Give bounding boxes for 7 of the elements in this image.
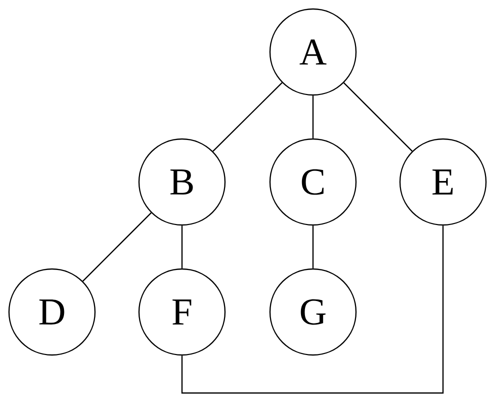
connector-line: [212, 82, 282, 152]
connector-line: [82, 212, 152, 282]
connector-line: [343, 82, 413, 152]
connector-line: [181, 226, 183, 268]
connector-line: [181, 226, 444, 394]
connector-line: [312, 226, 314, 268]
connector-line: [312, 96, 314, 138]
